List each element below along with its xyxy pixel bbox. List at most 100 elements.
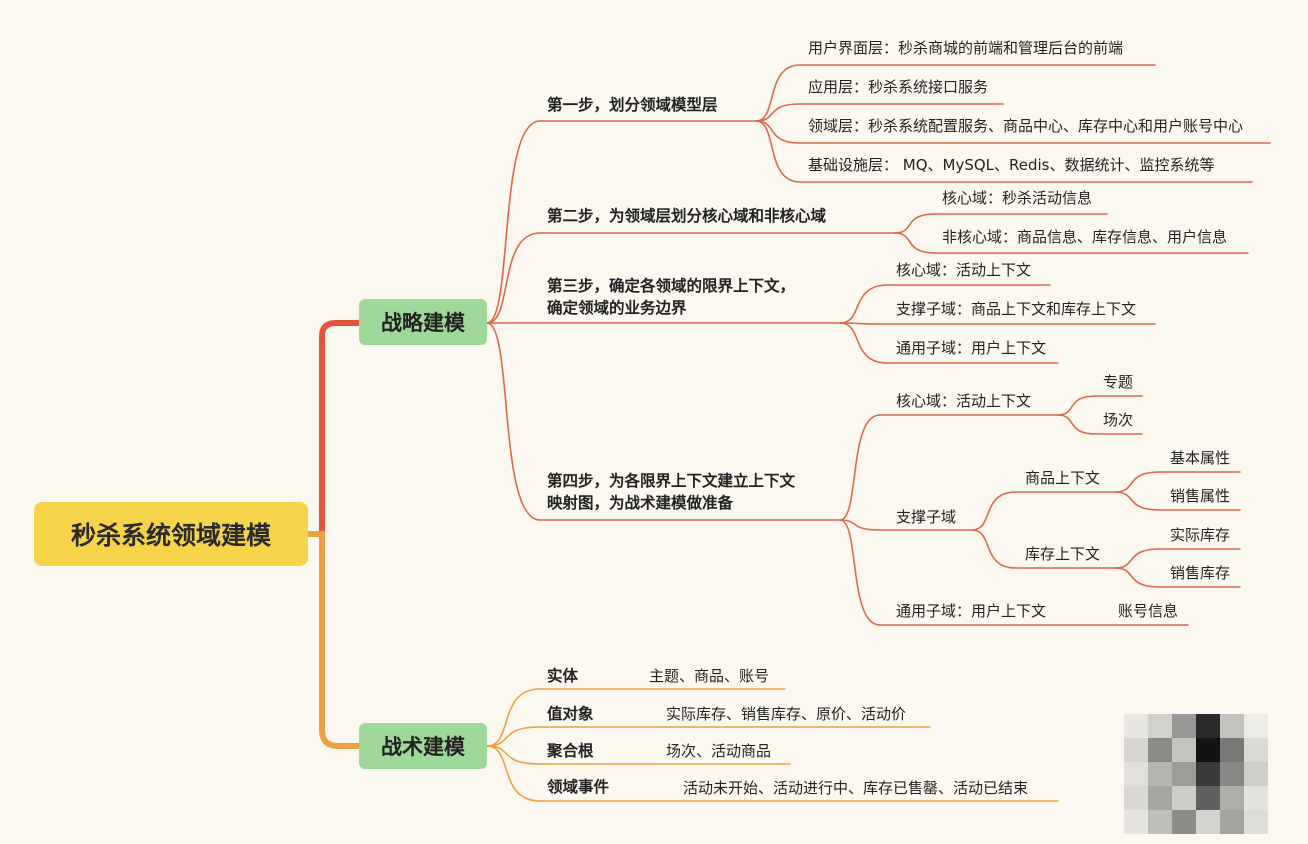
step2-item[interactable]: 核心域：秒杀活动信息	[942, 189, 1093, 207]
step3-item[interactable]: 通用子域：用户上下文	[896, 339, 1047, 357]
tactical-item-line	[486, 688, 541, 747]
mosaic-cell	[1196, 738, 1220, 762]
step4-core-child[interactable]: 场次	[1103, 411, 1134, 429]
step4-node-line2[interactable]: 映射图，为战术建模做准备	[547, 494, 734, 512]
mosaic-cell	[1172, 762, 1196, 786]
step1-node[interactable]: 第一步，划分领域模型层	[547, 96, 718, 114]
step4-generic-line	[839, 519, 881, 626]
tactical-item-line	[486, 726, 541, 747]
step1-item-line	[755, 120, 801, 144]
tactical-modeling-node[interactable]: 战术建模	[359, 723, 487, 769]
stock-context-child[interactable]: 实际库存	[1170, 526, 1231, 544]
stock-context-child[interactable]: 销售库存	[1170, 564, 1231, 582]
step4-generic-child[interactable]: 账号信息	[1118, 602, 1179, 620]
support-stock-line	[971, 529, 1017, 569]
tactical-item-name[interactable]: 领域事件	[547, 778, 610, 796]
step4-core-line	[839, 414, 881, 521]
tactical-item-value[interactable]: 主题、商品、账号	[649, 667, 770, 685]
step3-item[interactable]: 支撑子域：商品上下文和库存上下文	[896, 300, 1137, 318]
core-child-line	[1057, 395, 1097, 416]
step1-item[interactable]: 应用层：秒杀系统接口服务	[808, 78, 989, 96]
mosaic-cell	[1244, 714, 1268, 738]
mosaic-cell	[1124, 810, 1148, 834]
mosaic-cell	[1196, 810, 1220, 834]
stock-child-line	[1114, 567, 1161, 588]
strategic-modeling-node[interactable]: 战略建模	[359, 299, 487, 345]
strategic-step1-line	[486, 120, 541, 324]
root-to-tactical-line	[305, 531, 362, 749]
step3-item-line	[839, 284, 889, 324]
step3-node-line1[interactable]: 第三步，确定各领域的限界上下文，	[547, 277, 796, 295]
mosaic-cell	[1148, 786, 1172, 810]
step3-item-line	[839, 322, 889, 364]
mosaic-cell	[1196, 762, 1220, 786]
support-product-line	[971, 491, 1017, 531]
tactical-item-line	[486, 745, 541, 765]
product-child-line	[1114, 471, 1161, 493]
mosaic-cell	[1124, 762, 1148, 786]
mosaic-cell	[1148, 810, 1172, 834]
mosaic-cell	[1244, 786, 1268, 810]
mosaic-cell	[1148, 738, 1172, 762]
step4-support-node[interactable]: 支撑子域	[896, 508, 957, 526]
tactical-item-value[interactable]: 实际库存、销售库存、原价、活动价	[666, 705, 907, 723]
mosaic-cell	[1196, 786, 1220, 810]
mosaic-cell	[1124, 714, 1148, 738]
step2-node[interactable]: 第二步，为领域层划分核心域和非核心域	[547, 207, 827, 225]
mosaic-cell	[1220, 810, 1244, 834]
product-context-child[interactable]: 基本属性	[1170, 449, 1231, 467]
tactical-item-name[interactable]: 聚合根	[547, 742, 594, 760]
step3-item[interactable]: 核心域：活动上下文	[896, 261, 1032, 279]
mosaic-cell	[1172, 786, 1196, 810]
product-child-line	[1114, 491, 1161, 511]
mosaic-cell	[1196, 714, 1220, 738]
stock-child-line	[1114, 548, 1161, 569]
step1-item-line	[755, 64, 801, 122]
mosaic-cell	[1172, 810, 1196, 834]
step4-generic-node[interactable]: 通用子域：用户上下文	[896, 602, 1047, 620]
step1-item-line	[755, 103, 801, 122]
tactical-item-name[interactable]: 值对象	[547, 705, 594, 723]
product-context-node[interactable]: 商品上下文	[1025, 469, 1101, 487]
step4-core-node[interactable]: 核心域：活动上下文	[896, 392, 1032, 410]
mosaic-cell	[1172, 714, 1196, 738]
mosaic-cell	[1244, 762, 1268, 786]
product-context-child[interactable]: 销售属性	[1170, 487, 1231, 505]
step3-item-line	[839, 322, 889, 325]
mosaic-cell	[1148, 762, 1172, 786]
stock-context-node[interactable]: 库存上下文	[1025, 545, 1101, 563]
mosaic-cell	[1244, 810, 1268, 834]
step4-support-line	[839, 519, 881, 531]
step4-node-line1[interactable]: 第四步，为各限界上下文建立上下文	[547, 472, 796, 490]
mosaic-cell	[1220, 786, 1244, 810]
tactical-item-value[interactable]: 活动未开始、活动进行中、库存已售罄、活动已结束	[683, 779, 1029, 797]
core-child-line	[1057, 414, 1097, 435]
mosaic-cell	[1172, 738, 1196, 762]
step1-item[interactable]: 用户界面层：秒杀商城的前端和管理后台的前端	[808, 39, 1124, 57]
tactical-item-line	[486, 745, 541, 802]
mosaic-cell	[1220, 714, 1244, 738]
mosaic-cell	[1148, 714, 1172, 738]
mosaic-cell	[1124, 786, 1148, 810]
step2-item-line	[894, 213, 936, 234]
strategic-step2-line	[486, 232, 541, 324]
tactical-item-value[interactable]: 场次、活动商品	[666, 742, 772, 760]
step1-item-line	[755, 120, 801, 183]
strategic-step4-line	[486, 322, 541, 521]
step4-core-child[interactable]: 专题	[1103, 373, 1134, 391]
mosaic-cell	[1244, 738, 1268, 762]
mosaic-cell	[1220, 762, 1244, 786]
mosaic-cell	[1124, 738, 1148, 762]
mosaic-cell	[1220, 738, 1244, 762]
step2-item[interactable]: 非核心域：商品信息、库存信息、用户信息	[942, 228, 1228, 246]
step2-item-line	[894, 232, 936, 254]
root-node[interactable]: 秒杀系统领域建模	[34, 502, 308, 566]
root-to-strategic-line	[305, 320, 362, 537]
step1-item[interactable]: 领域层：秒杀系统配置服务、商品中心、库存中心和用户账号中心	[808, 117, 1244, 135]
step3-node-line2[interactable]: 确定领域的业务边界	[547, 299, 687, 317]
pixelated-watermark-image	[1124, 714, 1268, 834]
step1-item[interactable]: 基础设施层： MQ、MySQL、Redis、数据统计、监控系统等	[808, 156, 1215, 174]
tactical-item-name[interactable]: 实体	[547, 667, 579, 685]
